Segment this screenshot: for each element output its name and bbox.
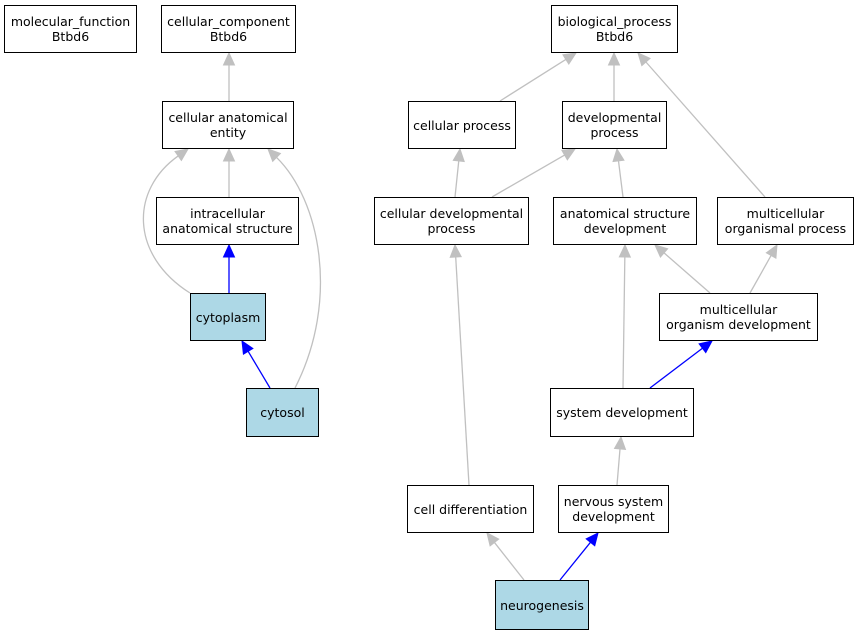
node-label: neurogenesis (500, 597, 584, 613)
node-label-line2: entity (209, 125, 247, 140)
arrowhead-anatomical-structure-development (618, 243, 632, 258)
node-label-line2: Btbd6 (209, 29, 248, 44)
node-label-line1: anatomical structure (559, 206, 691, 221)
arrowhead-developmental-process (612, 147, 625, 163)
arrowhead-cytoplasm (241, 339, 254, 355)
edge-multicellular-organism-development-to-anatomical-structure-development (663, 252, 711, 294)
node-label: cytosol (260, 405, 305, 420)
node-label-line1: cellular anatomical (168, 110, 288, 125)
node-cellular-process[interactable]: cellular process (408, 101, 516, 149)
node-label-line2: Btbd6 (51, 29, 90, 44)
arrowhead-cellular-anatomical-entity (174, 148, 189, 162)
node-label-line1: molecular_function (10, 14, 131, 29)
edge-anatomical-structure-development-to-developmental-process (617, 160, 624, 198)
node-label-line1: multicellular (699, 302, 778, 317)
arrowhead-biological-process (562, 52, 578, 65)
node-label-line1: intracellular (190, 206, 265, 221)
edge-neurogenesis-to-nervous-system-development (559, 541, 591, 581)
node-label-line2: development (583, 221, 667, 236)
node-label: cytoplasm (195, 309, 261, 325)
edge-system-development-to-anatomical-structure-development (622, 256, 626, 389)
edge-cell-differentiation-to-cellular-developmental-process (455, 256, 470, 486)
node-label-line1: developmental (567, 110, 662, 125)
node-label-line2: development (572, 509, 655, 524)
edge-cellular-developmental-process-to-developmental-process (491, 154, 565, 198)
node-cell-differentiation[interactable]: cell differentiation (407, 485, 534, 533)
edge-cytoplasm-to-cellular-anatomical-entity (142, 155, 191, 294)
arrowhead-biological-process (607, 51, 621, 66)
arrowhead-system-development (613, 435, 627, 450)
node-cytosol[interactable]: cytosol (246, 388, 319, 437)
arrowhead-cell-differentiation (486, 532, 500, 547)
arrowhead-cellular-anatomical-entity (267, 148, 282, 163)
arrowhead-anatomical-structure-development (654, 244, 669, 258)
edge-cellular-process-to-biological-process (499, 58, 567, 102)
node-label-line2: Btbd6 (595, 29, 634, 44)
edge-multicellular-organism-development-to-multicellular-organismal-process (749, 255, 772, 294)
node-label-line1: multicellular (746, 206, 825, 221)
node-label-line1: nervous system (563, 494, 664, 509)
arrowhead-cellular-anatomical-entity (222, 147, 236, 162)
arrowhead-cellular-developmental-process (449, 243, 462, 258)
node-label: cellular process (413, 117, 511, 133)
edge-nervous-system-development-to-system-development (616, 448, 621, 486)
arrowhead-intracellular-anatomical-structure (222, 243, 236, 258)
node-label-line1: biological_process (557, 14, 672, 29)
edge-neurogenesis-to-cell-differentiation (493, 542, 525, 581)
node-label-line1: cellular_component (167, 14, 290, 29)
edge-system-development-to-multicellular-organism-development (649, 347, 703, 389)
node-label-line2: organism development (666, 317, 811, 332)
edge-cellular-developmental-process-to-cellular-process (454, 160, 460, 198)
arrowhead-developmental-process (561, 148, 577, 161)
node-neurogenesis[interactable]: neurogenesis (495, 580, 589, 630)
arrowhead-cellular-component (222, 51, 236, 66)
node-label-line2: process (427, 221, 476, 236)
edge-cytosol-to-cellular-anatomical-entity (276, 156, 322, 389)
node-label-line1: cellular developmental (379, 206, 524, 221)
node-label: system development (556, 405, 688, 420)
arrowhead-multicellular-organismal-process (765, 243, 778, 259)
node-label-line2: anatomical structure (162, 221, 293, 236)
node-label: cell differentiation (413, 501, 528, 517)
edge-multicellular-organismal-process-to-biological-process (645, 61, 766, 198)
node-label-line2: process (590, 125, 639, 140)
node-cytoplasm[interactable]: cytoplasm (190, 293, 266, 341)
node-label-line2: organismal process (724, 221, 847, 236)
arrowhead-nervous-system-development (585, 532, 599, 547)
arrowhead-cellular-process (452, 147, 465, 163)
node-system-development[interactable]: system development (550, 388, 694, 437)
edge-cytosol-to-cytoplasm (247, 350, 271, 389)
arrowhead-biological-process (637, 52, 651, 67)
arrowhead-multicellular-organism-development (698, 340, 713, 354)
